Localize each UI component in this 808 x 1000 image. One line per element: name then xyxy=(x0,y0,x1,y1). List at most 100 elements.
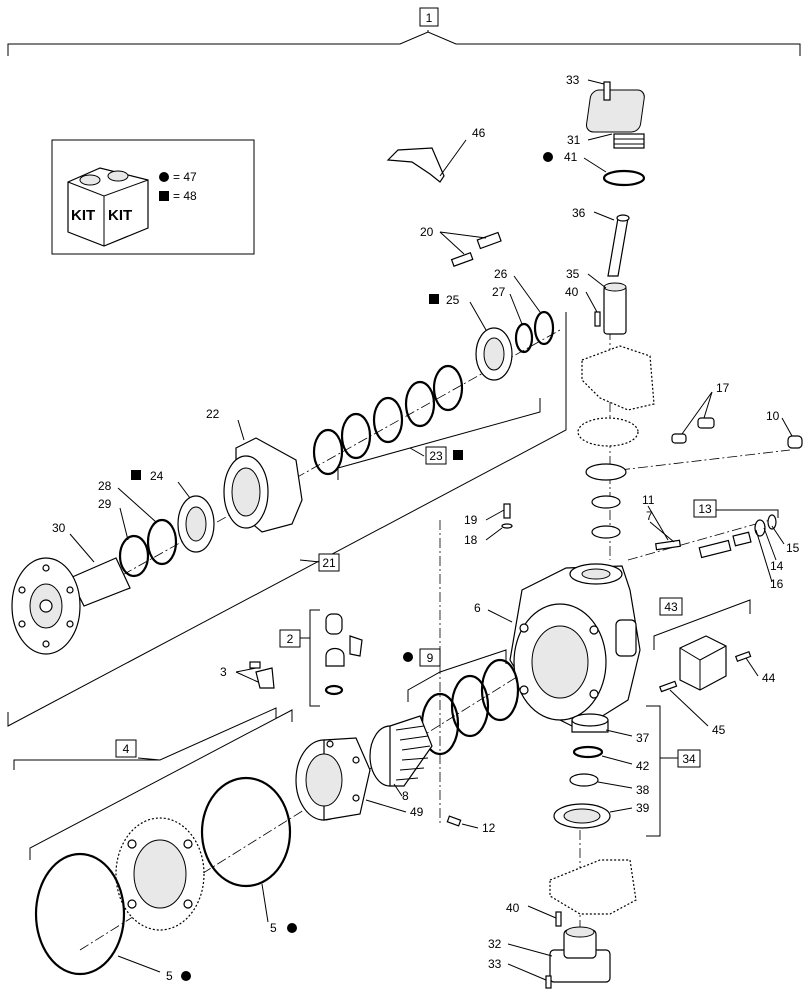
part-39: 39 xyxy=(553,801,650,829)
bearing-24: 24 xyxy=(131,469,215,553)
kit-text-left: KIT xyxy=(71,207,95,224)
part-10: 10 xyxy=(766,409,803,449)
part-43: 43 xyxy=(653,597,751,691)
orings-23 xyxy=(312,364,464,476)
kit-legend: KIT KIT = 47 = 48 xyxy=(51,139,255,255)
callout-9: 9 xyxy=(427,651,434,665)
bracket-23: 23 xyxy=(337,398,541,480)
brake-housing xyxy=(115,817,205,931)
part-13-valve: 13 15 14 16 xyxy=(693,499,800,591)
lower-bracket xyxy=(549,859,637,915)
bolt-33-bottom: 33 xyxy=(488,957,552,989)
callout-1: 1 xyxy=(426,11,433,25)
washers-stack xyxy=(577,417,639,539)
housing-6: 6 xyxy=(474,563,641,731)
callout-8: 8 xyxy=(402,789,409,803)
callout-10: 10 xyxy=(766,409,780,423)
part-37: 37 xyxy=(571,713,650,745)
callout-36: 36 xyxy=(572,206,586,220)
part-49: 49 xyxy=(295,737,424,821)
callout-12: 12 xyxy=(482,821,496,835)
ring-26: 26 xyxy=(494,267,555,346)
group-4: 4 xyxy=(13,707,293,860)
callout-29: 29 xyxy=(98,497,112,511)
callout-23: 23 xyxy=(429,449,443,463)
callout-43: 43 xyxy=(664,600,678,614)
circle-symbol xyxy=(159,172,169,182)
callout-34: 34 xyxy=(682,752,696,766)
callout-30: 30 xyxy=(52,521,66,535)
callout-3: 3 xyxy=(220,665,227,679)
bracket-21: 21 xyxy=(7,312,567,727)
part-44: 44 xyxy=(734,650,776,685)
legend-circle-entry: = 47 xyxy=(173,170,197,184)
callout-41: 41 xyxy=(564,150,578,164)
callout-46: 46 xyxy=(472,126,486,140)
cone-22: 22 xyxy=(206,407,303,533)
sleeve-35: 35 xyxy=(566,267,627,335)
legend-square-entry: = 48 xyxy=(173,189,197,203)
part-8: 8 xyxy=(369,715,433,803)
ring-27: 27 xyxy=(492,285,534,354)
upper-bracket xyxy=(581,345,655,411)
part-3: 3 xyxy=(220,661,275,689)
callout-7: 7 xyxy=(646,509,653,523)
callout-39: 39 xyxy=(636,801,650,815)
part-7-11: 11 7 xyxy=(642,493,681,551)
bracket-34: 34 xyxy=(646,705,701,837)
callout-28: 28 xyxy=(98,479,112,493)
shaft-30: 30 xyxy=(11,521,131,655)
callout-22: 22 xyxy=(206,407,220,421)
callout-27: 27 xyxy=(492,285,506,299)
callout-14: 14 xyxy=(770,559,784,573)
callout-6: 6 xyxy=(474,601,481,615)
part-17: 17 xyxy=(671,381,730,444)
callout-5-outer: 5 xyxy=(166,969,173,983)
callout-11: 11 xyxy=(642,493,655,507)
sensor-31: 31 xyxy=(567,89,645,149)
callout-33-bottom: 33 xyxy=(488,957,502,971)
callout-17: 17 xyxy=(716,381,730,395)
screw-40-bottom: 40 xyxy=(506,901,562,927)
callout-44: 44 xyxy=(762,671,776,685)
tube-36: 36 xyxy=(572,206,630,277)
callout-37: 37 xyxy=(636,731,650,745)
oring-5-inner: 5 xyxy=(200,776,297,935)
callout-32: 32 xyxy=(488,937,502,951)
part-45: 45 xyxy=(659,680,726,737)
kit-box-icon: KIT KIT xyxy=(67,167,149,247)
callout-16: 16 xyxy=(770,577,784,591)
orings-9: 9 xyxy=(403,648,520,756)
screw-40-top: 40 xyxy=(565,285,601,327)
assembly-1-bracket: 1 xyxy=(7,7,801,56)
bolt-33-top: 33 xyxy=(566,73,611,101)
callout-42: 42 xyxy=(636,759,650,773)
ring-28: 28 xyxy=(98,479,178,566)
part-38: 38 xyxy=(569,773,650,797)
callout-31: 31 xyxy=(567,133,581,147)
callout-35: 35 xyxy=(566,267,580,281)
oring-41: 41 xyxy=(543,150,646,187)
kit-text-right: KIT xyxy=(108,207,132,224)
callout-40-bottom: 40 xyxy=(506,901,520,915)
callout-24: 24 xyxy=(150,469,164,483)
callout-19: 19 xyxy=(464,513,478,527)
group-2: 2 xyxy=(279,609,363,707)
part-42: 42 xyxy=(572,745,650,773)
part-46-clip: 46 xyxy=(386,126,486,183)
callout-13: 13 xyxy=(698,502,712,516)
callout-26: 26 xyxy=(494,267,508,281)
bearing-25: 25 xyxy=(429,293,513,381)
part-18-19: 19 18 xyxy=(464,503,513,547)
callout-18: 18 xyxy=(464,533,478,547)
oring-5-outer: 5 xyxy=(34,852,191,983)
callout-21: 21 xyxy=(322,556,336,570)
callout-4: 4 xyxy=(123,742,130,756)
ring-29: 29 xyxy=(98,497,150,578)
part-32: 32 xyxy=(488,926,611,983)
callout-20: 20 xyxy=(420,225,434,239)
callout-33-top: 33 xyxy=(566,73,580,87)
callout-49: 49 xyxy=(410,805,424,819)
callout-2: 2 xyxy=(287,632,294,646)
